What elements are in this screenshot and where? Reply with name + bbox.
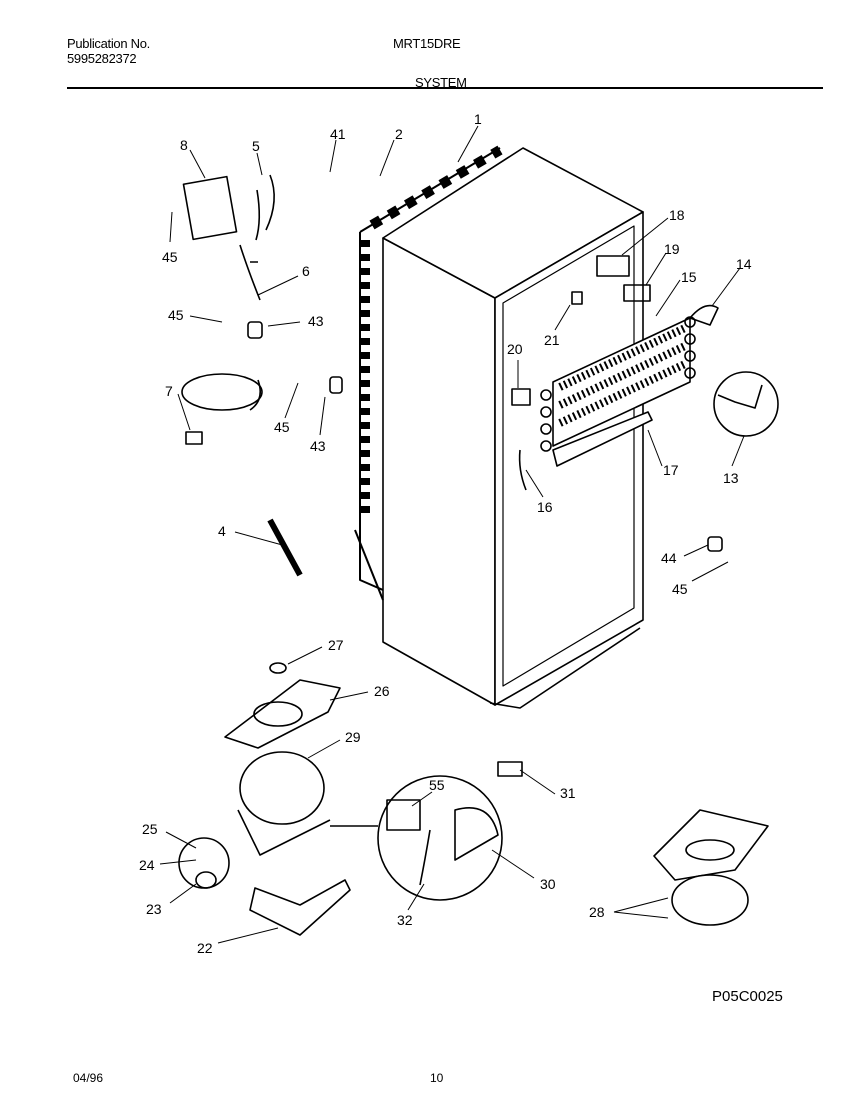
callout: 28 [589, 904, 605, 920]
callout: 45 [672, 581, 688, 597]
callout: 2 [395, 126, 403, 142]
refrigerator-cabinet [382, 147, 644, 709]
callout: 5 [252, 138, 260, 154]
callout: 6 [302, 263, 310, 279]
callout: 32 [397, 912, 413, 928]
callout: 45 [274, 419, 290, 435]
part-18-bracket [596, 255, 630, 277]
part-26-drain-pan [224, 679, 341, 749]
callout: 14 [736, 256, 752, 272]
part-43-clip [247, 321, 263, 339]
callout: 27 [328, 637, 344, 653]
part-8-light-shield [182, 175, 238, 241]
part-20-relay [511, 388, 531, 406]
detail-13-circle [713, 371, 779, 437]
part-21-clip [571, 291, 583, 305]
part-7-cord [181, 373, 263, 411]
part-22-bracket [249, 879, 351, 936]
callout-labels: 1 2 41 8 5 45 6 43 45 7 45 43 4 18 19 15… [139, 111, 752, 956]
callout: 45 [168, 307, 184, 323]
callout: 19 [664, 241, 680, 257]
callout: 44 [661, 550, 677, 566]
callout: 43 [308, 313, 324, 329]
callout: 8 [180, 137, 188, 153]
page-number: 10 [430, 1071, 444, 1085]
figure-code: P05C0025 [712, 988, 783, 1005]
callout: 25 [142, 821, 158, 837]
callout: 18 [669, 207, 685, 223]
part-44-clip [707, 536, 723, 552]
part-27-grommet [269, 662, 287, 674]
callout: 21 [544, 332, 560, 348]
callout: 22 [197, 940, 213, 956]
callout: 30 [540, 876, 556, 892]
part-4-drier [267, 518, 303, 577]
part-5-wire [255, 174, 275, 241]
callout: 1 [474, 111, 482, 127]
part-19-heater [623, 284, 651, 302]
callout: 55 [429, 777, 445, 793]
callout: 26 [374, 683, 390, 699]
part-28-compressor-assembly [653, 809, 769, 881]
part-6-harness [239, 244, 261, 301]
section-title: SYSTEM [415, 75, 467, 90]
part-16-tube [518, 449, 527, 491]
publication-label: Publication No. [67, 36, 150, 51]
callout: 15 [681, 269, 697, 285]
callout: 41 [330, 126, 346, 142]
header-rule [67, 87, 823, 89]
callout: 16 [537, 499, 553, 515]
callout: 45 [162, 249, 178, 265]
condenser-coil [354, 145, 503, 601]
callout: 43 [310, 438, 326, 454]
publication-number: 5995282372 [67, 51, 137, 66]
callout: 29 [345, 729, 361, 745]
callout: 31 [560, 785, 576, 801]
model-number: MRT15DRE [393, 36, 461, 51]
callout: 7 [165, 383, 173, 399]
callout: 20 [507, 341, 523, 357]
footer-date: 04/96 [73, 1071, 104, 1085]
callout: 13 [723, 470, 739, 486]
part-29-compressor [239, 751, 325, 825]
callout: 17 [663, 462, 679, 478]
callout: 24 [139, 857, 155, 873]
evaporator-coil [540, 304, 719, 467]
detail-relay-circle [377, 775, 503, 901]
callout: 4 [218, 523, 226, 539]
callout: 23 [146, 901, 162, 917]
